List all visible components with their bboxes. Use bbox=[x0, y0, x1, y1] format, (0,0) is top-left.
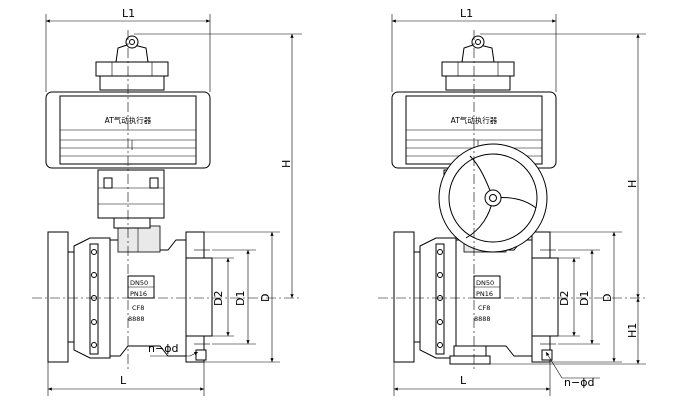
left-label-h: H bbox=[280, 160, 293, 168]
left-nameplate-pressure: PN16 bbox=[130, 290, 147, 298]
right-label-h: H bbox=[626, 180, 639, 188]
left-dimension-d: D bbox=[204, 231, 280, 363]
left-nameplate-size: DN50 bbox=[130, 279, 148, 287]
right-bottom-flange-stub bbox=[449, 345, 491, 365]
left-label-d1: D1 bbox=[234, 291, 247, 306]
right-dimension-d2: D2 bbox=[558, 257, 580, 337]
right-label-d: D bbox=[601, 294, 614, 302]
right-nameplate-marks: 8888 bbox=[474, 315, 491, 323]
right-label-d2: D2 bbox=[558, 291, 571, 306]
left-bolt-callout: n−ϕd bbox=[148, 342, 199, 357]
left-dimension-l1: L1 bbox=[45, 7, 211, 92]
right-handwheel bbox=[438, 143, 548, 253]
right-dimension-l1: L1 bbox=[391, 7, 557, 92]
left-nameplate-marks: 8888 bbox=[128, 315, 145, 323]
left-label-l1: L1 bbox=[122, 7, 135, 20]
left-dimension-l: L bbox=[47, 362, 205, 396]
left-label-d2: D2 bbox=[212, 291, 225, 306]
left-label-l: L bbox=[120, 374, 127, 387]
left-dimension-d1: D1 bbox=[212, 249, 256, 345]
right-nameplate-size: DN50 bbox=[476, 279, 494, 287]
right-nameplate-pressure: PN16 bbox=[476, 290, 493, 298]
right-label-bolt-holes: n−ϕd bbox=[564, 376, 594, 389]
right-bolt-callout: n−ϕd bbox=[545, 351, 600, 389]
right-label-l1: L1 bbox=[460, 7, 473, 20]
left-nameplate-material: CF8 bbox=[132, 304, 144, 312]
right-label-h1: H1 bbox=[626, 323, 639, 338]
left-label-bolt-holes: n−ϕd bbox=[148, 342, 178, 355]
right-dimension-l: L bbox=[393, 362, 551, 396]
right-label-l: L bbox=[460, 374, 467, 387]
left-dimension-h: H bbox=[134, 33, 302, 298]
right-label-d1: D1 bbox=[578, 291, 591, 306]
right-nameplate-material: CF8 bbox=[478, 304, 490, 312]
right-dimension-d1: D1 bbox=[558, 249, 600, 345]
right-valve-view: AT气动执行器 DN50 PN16 CF8 8888 L1 L H H1 bbox=[378, 7, 646, 396]
left-valve-view: AT气动执行器 DN50 PN16 CF8 8888 L1 L H bbox=[32, 7, 302, 396]
left-dimension-d2: D2 bbox=[212, 257, 234, 337]
left-label-d: D bbox=[259, 294, 272, 302]
right-dimension-h1: H1 bbox=[490, 298, 646, 365]
right-dimension-h: H bbox=[480, 33, 646, 298]
right-dimension-d: D bbox=[550, 231, 622, 363]
